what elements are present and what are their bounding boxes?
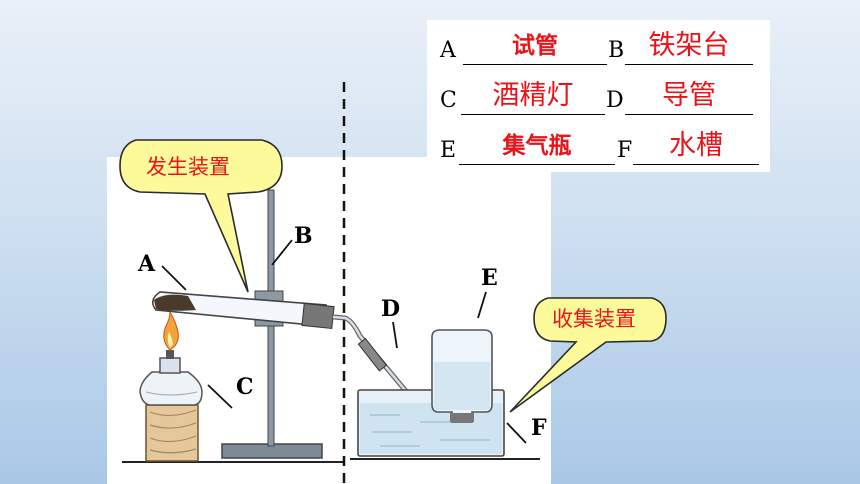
part-label-C: C — [236, 374, 254, 400]
part-label-E: E — [481, 265, 498, 291]
answer-letter-E: E — [440, 138, 457, 163]
answer-row-cd: C 酒精灯 D 导管 — [427, 76, 770, 118]
answer-letter-B: B — [608, 38, 625, 63]
callout-generator: 发生装置 — [119, 139, 283, 293]
callout-generator-text: 发生装置 — [146, 155, 230, 179]
part-label-D: D — [381, 296, 400, 322]
leader-lines — [161, 239, 527, 444]
wooden-block — [145, 404, 199, 462]
answer-row-ef: E 集气瓶 F 水槽 — [427, 126, 770, 168]
test-tube — [152, 291, 335, 330]
part-label-B: B — [294, 223, 313, 249]
callout-collector: 收集装置 — [509, 297, 667, 413]
answer-letter-C: C — [440, 88, 457, 113]
answer-box: A 试管 B 铁架台 C 酒精灯 D 导管 E 集气瓶 F 水槽 — [427, 20, 770, 172]
tube-connector — [357, 337, 388, 372]
answer-row-ab: A 试管 B 铁架台 — [427, 26, 770, 68]
answer-B: 铁架台 — [625, 26, 753, 65]
answer-letter-A: A — [440, 38, 456, 63]
answer-E: 集气瓶 — [459, 126, 615, 165]
part-label-F: F — [531, 415, 547, 441]
part-label-A: A — [137, 251, 156, 277]
answer-A: 试管 — [463, 26, 607, 65]
answer-letter-F: F — [617, 138, 633, 163]
callout-collector-text: 收集装置 — [552, 307, 636, 331]
answer-F: 水槽 — [633, 126, 759, 165]
gas-collection-jar — [431, 329, 493, 423]
answer-C: 酒精灯 — [461, 76, 605, 115]
answer-letter-D: D — [606, 88, 624, 113]
alcohol-lamp — [139, 310, 203, 406]
answer-D: 导管 — [625, 76, 753, 115]
